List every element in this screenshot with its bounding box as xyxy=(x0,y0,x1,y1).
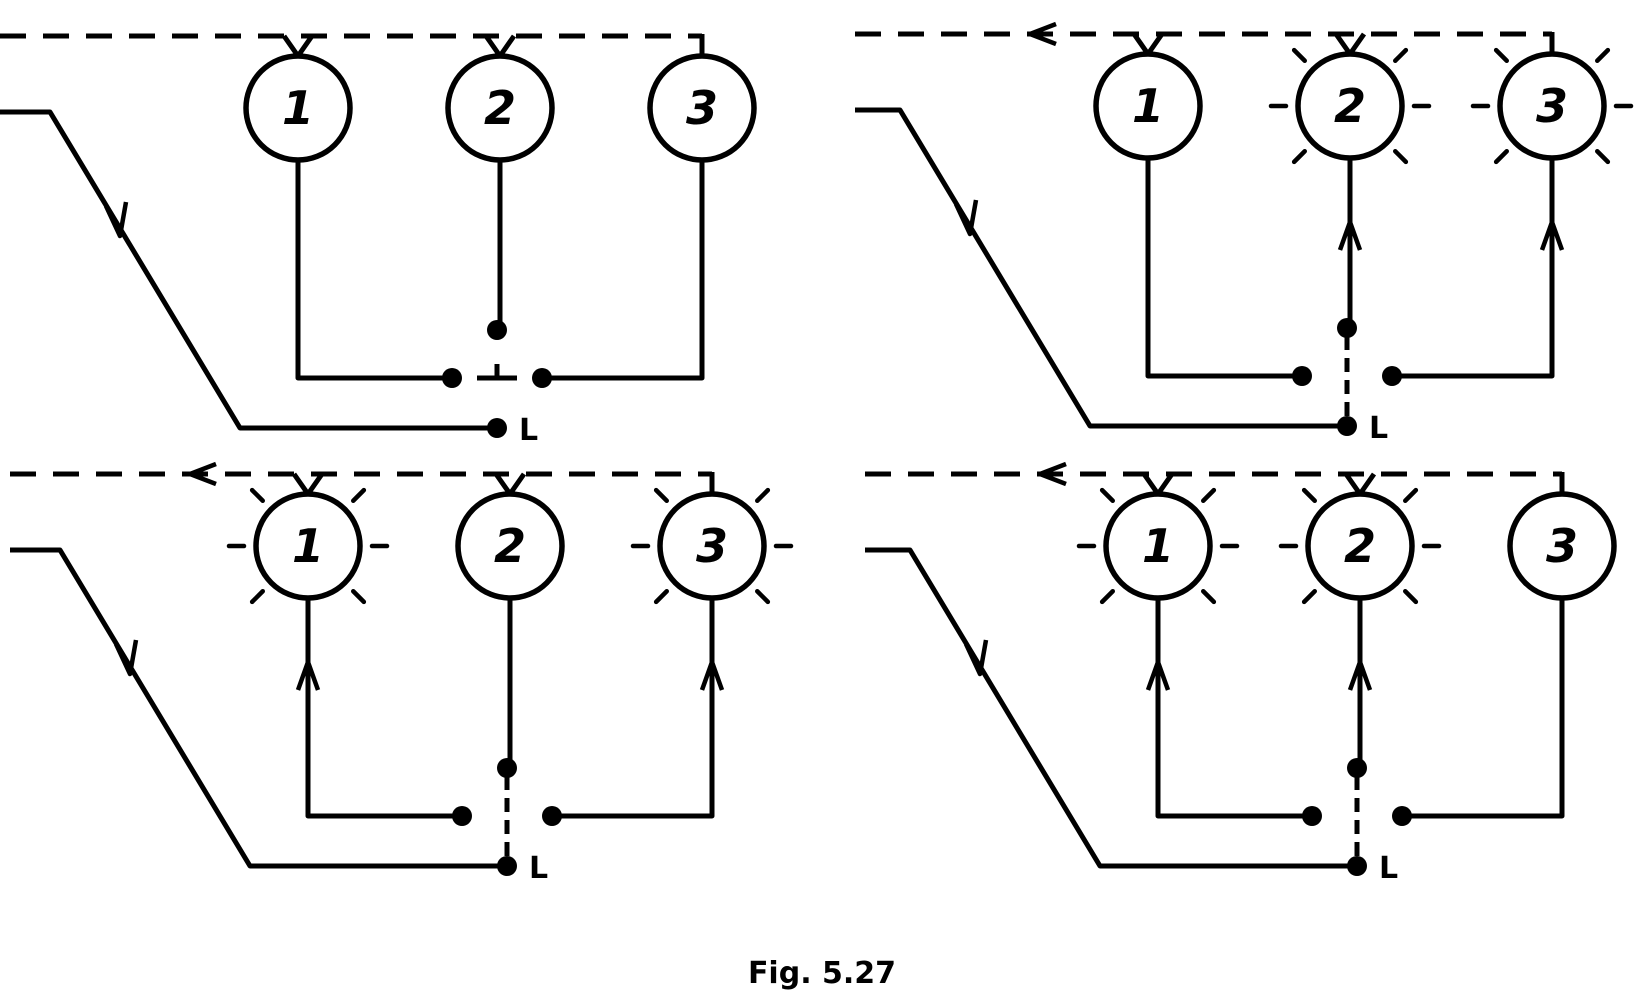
lamp-1-number: 1 xyxy=(292,519,324,573)
contact-2-dot xyxy=(1337,318,1357,338)
lamp-3-ray xyxy=(755,589,771,605)
contact-rail-1 xyxy=(1155,598,1312,819)
contact-2-dot xyxy=(497,758,517,778)
supply-arrow xyxy=(103,201,129,239)
lamp-1-bulb xyxy=(1093,51,1203,161)
return-arrow xyxy=(187,461,217,487)
terminal-label: L xyxy=(529,851,548,886)
contact-rail-1 xyxy=(1145,158,1302,379)
lamp-2-ray xyxy=(1393,149,1409,165)
lamp-1-ray xyxy=(351,487,367,503)
contact-3-dot xyxy=(532,368,552,388)
lamp-1-connector xyxy=(1141,472,1175,497)
lamp-2-number: 2 xyxy=(484,81,516,135)
lamp-1-number: 1 xyxy=(282,81,314,135)
lamp-1-connector xyxy=(1131,32,1165,57)
lamp-2-bulb xyxy=(1305,491,1415,601)
circuit-panel-3: L 1 2 3 xyxy=(10,461,794,886)
supply-line xyxy=(0,109,497,431)
contact-2-dot xyxy=(1347,758,1367,778)
contact-rail-3 xyxy=(1392,158,1555,379)
circuit-panel-1: L 1 2 3 xyxy=(0,33,757,448)
terminal-label: L xyxy=(1369,411,1388,446)
lamp-2-number: 2 xyxy=(1334,79,1366,133)
lamp-1-bulb xyxy=(253,491,363,601)
lamp-1-number: 1 xyxy=(1132,79,1164,133)
lamp-3-number: 3 xyxy=(1536,79,1568,133)
lamp-3-bulb xyxy=(647,53,757,163)
terminal-label: L xyxy=(1379,851,1398,886)
contact-rail-3 xyxy=(552,598,715,819)
lamp-1-ray xyxy=(249,487,265,503)
lamp-2-number: 2 xyxy=(494,519,526,573)
lamp-2-ray xyxy=(1403,487,1419,503)
lamp-2-connector xyxy=(1343,472,1377,497)
contact-2-dot xyxy=(487,320,507,340)
return-arrow xyxy=(1027,21,1057,47)
lamp-1-connector xyxy=(291,472,325,497)
lamp-2-bulb xyxy=(455,491,565,601)
current-arrow-up xyxy=(1347,659,1373,696)
lamp-3-ray xyxy=(755,487,771,503)
contact-rail-3 xyxy=(1402,598,1565,819)
lamp-1-ray xyxy=(249,589,265,605)
lamp-2-bulb xyxy=(445,53,555,163)
circuit-panel-4: L 1 2 3 xyxy=(865,461,1617,886)
contact-1-dot xyxy=(1302,806,1322,826)
contact-rail-1 xyxy=(305,598,462,819)
circuit-panel-2: L 1 2 3 xyxy=(855,21,1634,446)
lamp-1-bulb xyxy=(1103,491,1213,601)
lamp-1-ray xyxy=(1201,487,1217,503)
return-arrow xyxy=(1037,461,1067,487)
lamp-2-connector xyxy=(1333,32,1367,57)
lamp-2-connector xyxy=(493,472,527,497)
lamp-1-ray xyxy=(1201,589,1217,605)
supply-arrow xyxy=(963,639,989,677)
supply-arrow xyxy=(113,639,139,677)
lamp-3-ray xyxy=(1595,47,1611,63)
current-arrow-up xyxy=(1337,219,1363,256)
lamp-2-ray xyxy=(1301,589,1317,605)
lamp-1-bulb xyxy=(243,53,353,163)
lamp-3-ray xyxy=(653,589,669,605)
lamp-1-ray xyxy=(351,589,367,605)
supply-line xyxy=(855,107,1347,429)
lamp-2-bulb xyxy=(1295,51,1405,161)
lamp-2-ray xyxy=(1301,487,1317,503)
lamp-2-ray xyxy=(1393,47,1409,63)
lamp-1-ray xyxy=(1099,589,1115,605)
terminal-label: L xyxy=(519,413,538,448)
lamp-3-bulb xyxy=(1497,51,1607,161)
lamp-3-bulb xyxy=(657,491,767,601)
lamp-1-ray xyxy=(1099,487,1115,503)
lamp-1-connector xyxy=(281,34,315,59)
lamp-3-bulb xyxy=(1507,491,1617,601)
contact-3-dot xyxy=(1382,366,1402,386)
lamp-1-number: 1 xyxy=(1142,519,1174,573)
lamp-3-ray xyxy=(1493,149,1509,165)
supply-line xyxy=(865,547,1357,869)
contact-rail-3 xyxy=(542,160,705,381)
contact-1-dot xyxy=(442,368,462,388)
lamp-3-number: 3 xyxy=(686,81,718,135)
lamp-2-number: 2 xyxy=(1344,519,1376,573)
contact-3-dot xyxy=(1392,806,1412,826)
lamp-3-ray xyxy=(653,487,669,503)
lamp-3-ray xyxy=(1595,149,1611,165)
contact-rail-1 xyxy=(295,160,452,381)
contact-1-dot xyxy=(1292,366,1312,386)
figure-caption: Fig. 5.27 xyxy=(748,956,896,991)
contact-3-dot xyxy=(542,806,562,826)
supply-arrow xyxy=(953,199,979,237)
lamp-2-connector xyxy=(483,34,517,59)
lamp-2-ray xyxy=(1291,149,1307,165)
lamp-2-ray xyxy=(1403,589,1419,605)
lamp-3-number: 3 xyxy=(696,519,728,573)
lamp-3-ray xyxy=(1493,47,1509,63)
contact-1-dot xyxy=(452,806,472,826)
supply-line xyxy=(10,547,507,869)
lamp-3-number: 3 xyxy=(1546,519,1578,573)
lamp-2-ray xyxy=(1291,47,1307,63)
